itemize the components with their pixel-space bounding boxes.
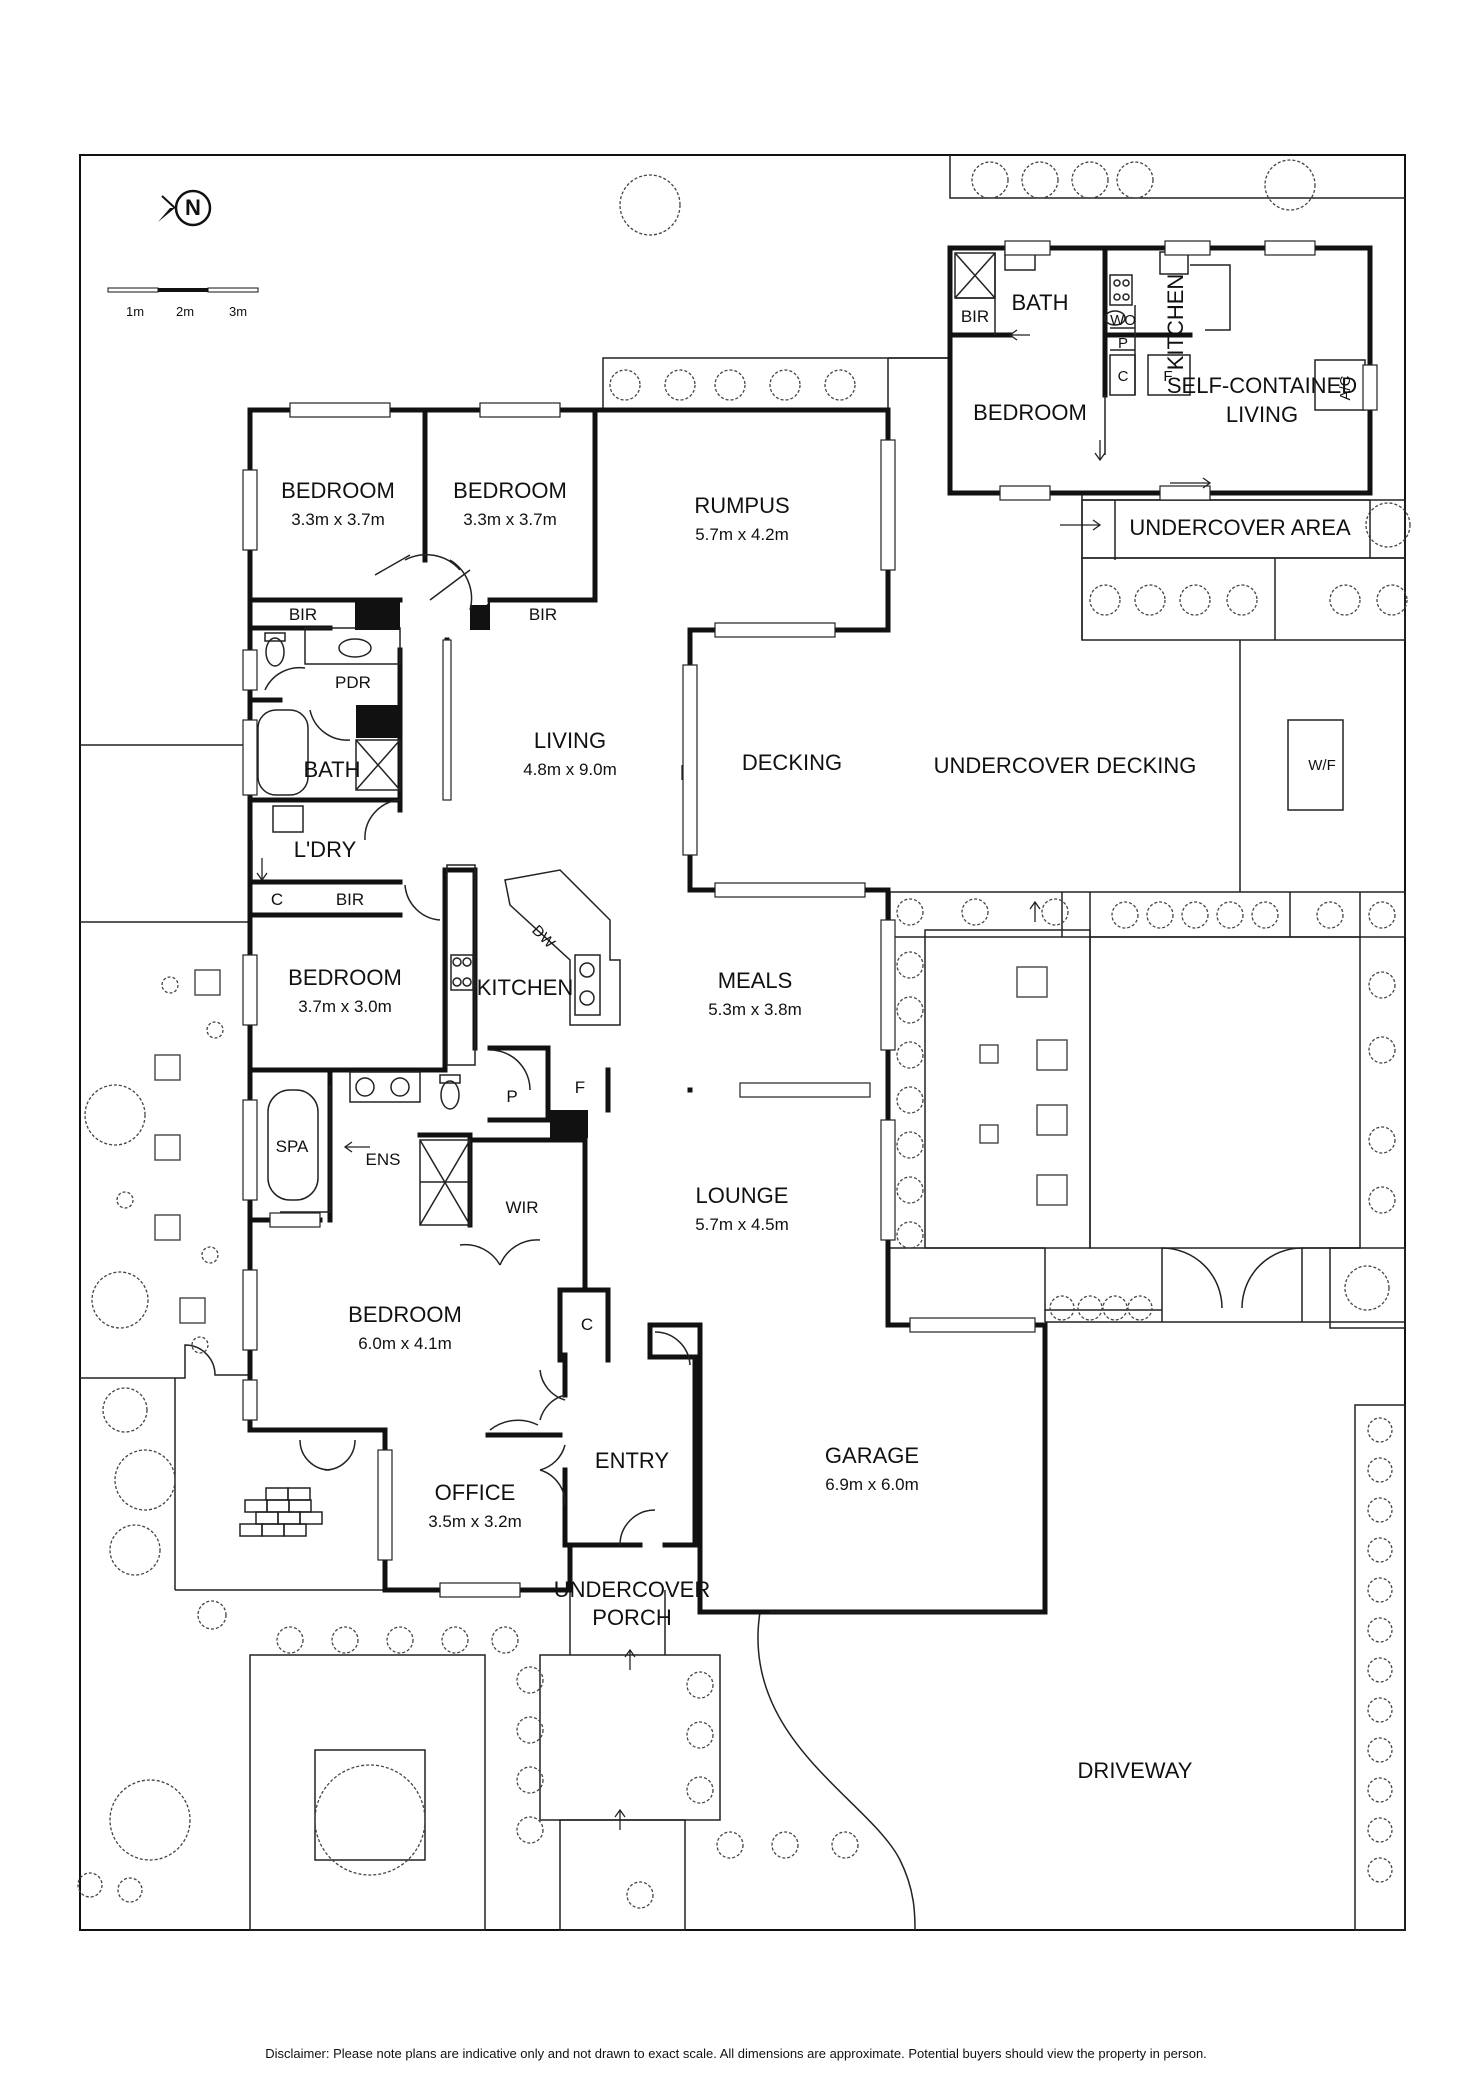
room-garage-name: GARAGE <box>825 1443 919 1468</box>
room-pdr-name: PDR <box>335 673 371 692</box>
room-c-1-name: C <box>271 890 283 909</box>
room-bedroom-1-dims: 3.3m x 3.7m <box>291 510 385 529</box>
scale-label-2m: 2m <box>176 304 194 319</box>
gf-kitchen-name: KITCHEN <box>1163 274 1188 371</box>
gf-p-name: P <box>1118 335 1128 352</box>
granny-flat-walls <box>947 245 1373 496</box>
room-wf-name: W/F <box>1308 757 1336 774</box>
windows <box>242 240 1378 1598</box>
room-lounge-dims: 5.7m x 4.5m <box>695 1215 789 1234</box>
room-bir-3-name: BIR <box>336 890 364 909</box>
gf-bedroom-name: BEDROOM <box>973 400 1087 425</box>
room-decking-name: DECKING <box>742 750 842 775</box>
room-fridge-name: F <box>575 1078 585 1097</box>
scale-label-3m: 3m <box>229 304 247 319</box>
room-porch-line-1: UNDERCOVER <box>554 1577 710 1602</box>
room-driveway-name: DRIVEWAY <box>1078 1758 1193 1783</box>
gf-bir-name: BIR <box>961 307 989 326</box>
gf-living-line-1: SELF-CONTAINED <box>1167 373 1357 398</box>
paving-bricks <box>239 1487 323 1537</box>
room-living-dims: 4.8m x 9.0m <box>523 760 617 779</box>
room-spa-name: SPA <box>276 1137 309 1156</box>
room-bath-name: BATH <box>303 757 360 782</box>
room-office-dims: 3.5m x 3.2m <box>428 1512 522 1531</box>
scale-label-1m: 1m <box>126 304 144 319</box>
gf-bath-name: BATH <box>1011 290 1068 315</box>
compass-letter: N <box>185 195 201 220</box>
room-ens-name: ENS <box>366 1150 401 1169</box>
room-bir-1-name: BIR <box>289 605 317 624</box>
door-swings <box>264 553 691 1546</box>
room-wir-name: WIR <box>505 1198 538 1217</box>
room-entry-name: ENTRY <box>595 1448 669 1473</box>
room-undercover-decking-name: UNDERCOVER DECKING <box>934 753 1197 778</box>
room-bedroom-2-name: BEDROOM <box>453 478 567 503</box>
gf-c-name: C <box>1118 368 1129 385</box>
disclaimer-text: Disclaimer: Please note plans are indica… <box>265 2046 1207 2061</box>
room-bir-2-name: BIR <box>529 605 557 624</box>
room-living-name: LIVING <box>534 728 606 753</box>
fixtures <box>251 251 1189 1613</box>
room-bedroom-2-dims: 3.3m x 3.7m <box>463 510 557 529</box>
gf-ac-name: A/C <box>1337 375 1354 400</box>
room-bedroom-3-dims: 3.7m x 3.0m <box>298 997 392 1016</box>
room-kitchen-name: KITCHEN <box>477 975 574 1000</box>
north-compass: N <box>158 189 212 227</box>
trees <box>77 159 1411 1909</box>
room-ldry-name: L'DRY <box>294 837 357 862</box>
room-meals-dims: 5.3m x 3.8m <box>708 1000 802 1019</box>
room-meals-name: MEALS <box>718 968 793 993</box>
room-office-name: OFFICE <box>435 1480 516 1505</box>
solid-fills <box>355 600 588 1138</box>
property-boundary <box>79 154 1406 1931</box>
room-bedroom-1-name: BEDROOM <box>281 478 395 503</box>
gf-undercover-area-name: UNDERCOVER AREA <box>1129 515 1351 540</box>
room-master-bedroom-dims: 6.0m x 4.1m <box>358 1334 452 1353</box>
room-rumpus-dims: 5.7m x 4.2m <box>695 525 789 544</box>
gf-wo-name: WO <box>1110 312 1136 329</box>
granny-flat-labels: BATH BIR WO KITCHEN P C F BEDROOM SELF-C… <box>961 274 1357 540</box>
room-bedroom-3-name: BEDROOM <box>288 965 402 990</box>
room-pantry-name: P <box>506 1087 517 1106</box>
room-labels: BEDROOM 3.3m x 3.7m BEDROOM 3.3m x 3.7m … <box>271 478 1336 1783</box>
garden-squares <box>154 966 1068 1324</box>
room-porch-line-2: PORCH <box>592 1605 671 1630</box>
room-master-bedroom-name: BEDROOM <box>348 1302 462 1327</box>
gf-f-name: F <box>1163 368 1172 385</box>
landscape <box>80 155 1406 1931</box>
room-c-2-name: C <box>581 1315 593 1334</box>
gf-living-line-2: LIVING <box>1226 402 1298 427</box>
room-rumpus-name: RUMPUS <box>694 493 789 518</box>
room-lounge-name: LOUNGE <box>696 1183 789 1208</box>
room-garage-dims: 6.9m x 6.0m <box>825 1475 919 1494</box>
scale-bar: 1m 2m 3m <box>107 287 259 319</box>
arrows <box>256 329 1212 1830</box>
